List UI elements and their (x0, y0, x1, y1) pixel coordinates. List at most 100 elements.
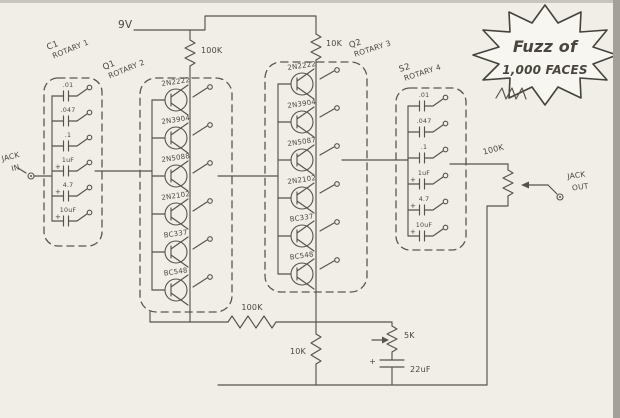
transistor-row: 2N2222 (151, 76, 213, 116)
transistor-row: 2N2222 (277, 60, 340, 100)
polarity-plus: + (410, 176, 416, 184)
output-pot-label: 100K (482, 142, 505, 156)
transistor-row: 2N2102 (151, 190, 213, 230)
cap-label: 1uF (418, 170, 430, 177)
transistor-row: BC337 (277, 212, 340, 252)
rotary-4-id: S2 (398, 62, 412, 75)
rotary-2: Q1 ROTARY 2 2N2222 2N3904 2N5088 2N2102 (101, 58, 279, 323)
transistor-label: 2N2102 (161, 190, 191, 202)
cap-row: .1 (407, 144, 449, 164)
transistor-label: 2N2102 (287, 174, 317, 186)
resistor-10k-top-label: 10K (326, 39, 343, 48)
transistor-row: BC548 (151, 266, 213, 306)
power-section: 9V 100K 10K (118, 15, 343, 313)
cap-label: .047 (61, 107, 76, 114)
cap-row: .047 (51, 107, 93, 127)
transistor-label: 2N2222 (161, 76, 191, 88)
polarity-plus: + (410, 228, 416, 236)
resistor-10k-bottom: 10K (290, 333, 322, 386)
resistor-100k-top-label: 100K (201, 46, 223, 55)
resistor-10k-bottom-label: 10K (290, 347, 307, 356)
transistor-label: 2N3904 (287, 98, 317, 110)
jack-in-label-2: IN (10, 162, 20, 173)
title-line1: Fuzz of (513, 37, 579, 56)
transistor-row: 2N5087 (277, 136, 340, 176)
rotary-1-id: C1 (45, 39, 60, 53)
bottom-network: 100K 10K 5K + 22uF (149, 303, 488, 386)
cap-label: 10uF (416, 222, 433, 229)
cap-row: 10uF + (407, 222, 449, 242)
cap-label: 10uF (60, 207, 77, 214)
resistor-100k-top: 100K (184, 29, 223, 313)
cap-label: .047 (417, 118, 432, 125)
rotary-1-header: C1 ROTARY 1 (45, 38, 90, 61)
rotary-2-header: Q1 ROTARY 2 (101, 58, 146, 81)
transistor-row: 2N3904 (151, 114, 213, 154)
cap-label: 4.7 (63, 182, 74, 189)
rotary-3: Q2 ROTARY 3 2N2222 2N3904 2N5087 2N2102 (264, 37, 409, 335)
jack-in-label-1: JACK (0, 150, 21, 164)
jack-out-label-1: JACK (566, 169, 587, 181)
paper-edge-top (0, 0, 620, 3)
feedback-resistor-label: 100K (241, 303, 263, 312)
transistor-label: 2N3904 (161, 114, 191, 126)
power-rail (133, 15, 317, 35)
transistor-row: BC548 (277, 250, 340, 290)
polarity-plus: + (55, 188, 61, 196)
polarity-plus: + (55, 213, 61, 221)
jack-out-icon (556, 193, 564, 201)
rotary-4-box (395, 87, 467, 251)
transistor-label: BC337 (163, 228, 188, 239)
output-section: 100K JACK OUT (482, 142, 589, 386)
cap-row: 10uF + (51, 207, 93, 227)
cap-row: .01 (51, 82, 93, 102)
rotary-4: S2 ROTARY 4 .01 .047 .1 1uF + 4.7 (395, 62, 509, 251)
cap-row: 4.7 + (407, 196, 449, 216)
paper-edge-right (613, 0, 620, 418)
transistor-row: 2N5088 (151, 152, 213, 192)
polarity-plus: + (369, 357, 376, 366)
feedback-resistor-100k: 100K (227, 303, 277, 329)
capacitor-22uf-label: 22uF (410, 365, 431, 374)
pot-5k: 5K (371, 321, 415, 361)
transistor-label: BC548 (163, 266, 188, 277)
capacitor-22uf: + 22uF (369, 357, 431, 386)
transistor-row: 2N3904 (277, 98, 340, 138)
transistor-row: 2N2102 (277, 174, 340, 214)
transistor-label: 2N5088 (161, 152, 191, 164)
transistor-label: 2N5087 (287, 136, 317, 148)
cap-label: .01 (419, 92, 430, 99)
rotary-2-box (139, 77, 233, 313)
power-label: 9V (118, 19, 133, 31)
cap-row: .047 (407, 118, 449, 138)
cap-label: 1uF (62, 157, 74, 164)
rotary-3-id: Q2 (348, 37, 363, 50)
cap-row: 4.7 + (51, 182, 93, 202)
jack-out-label-2: OUT (571, 181, 589, 192)
starburst-shape (472, 4, 618, 106)
transistor-label: BC548 (289, 250, 314, 261)
cap-row: .01 (407, 92, 449, 112)
rotary-4-header: S2 ROTARY 4 (398, 62, 442, 83)
rotary-1-box (43, 77, 103, 247)
rotary-3-header: Q2 ROTARY 3 (348, 37, 392, 58)
output-pot-100k: 100K (482, 142, 549, 386)
transistor-row: BC337 (151, 228, 213, 268)
cap-label: 4.7 (419, 196, 430, 203)
polarity-plus: + (55, 163, 61, 171)
wiper-arrow-icon (521, 181, 529, 189)
cap-row: 1uF + (407, 170, 449, 190)
cap-label: .1 (421, 144, 427, 151)
title-starburst: Fuzz of 1,000 FACES (472, 4, 618, 106)
cap-label: .1 (65, 132, 71, 139)
jack-out: JACK OUT (547, 169, 589, 201)
rotary-2-id: Q1 (101, 59, 116, 73)
cap-row: .1 (51, 132, 93, 152)
transistor-label: 2N2222 (287, 60, 317, 72)
scribble-zigzag (495, 87, 527, 100)
pot-5k-label: 5K (404, 331, 415, 340)
resistor-10k-top: 10K (310, 33, 343, 293)
cap-row: 1uF + (51, 157, 93, 177)
